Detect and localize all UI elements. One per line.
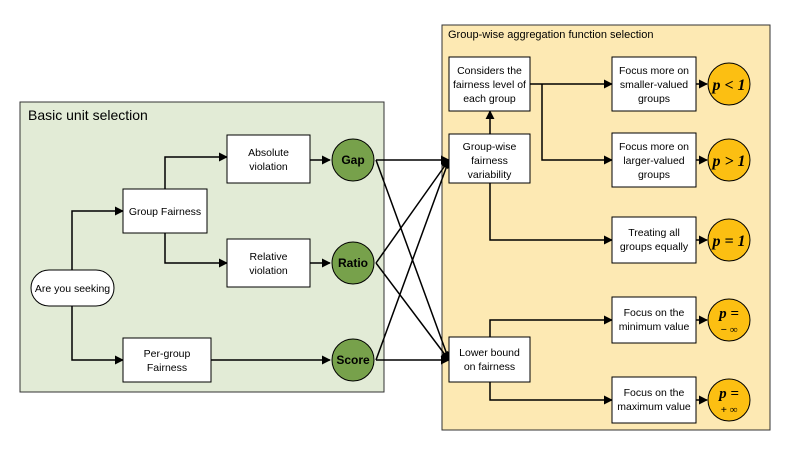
variability-box: Group-wise fairness variability xyxy=(448,133,531,184)
basic-unit-panel-title: Basic unit selection xyxy=(28,107,148,123)
aggregation-panel-title: Group-wise aggregation function selectio… xyxy=(448,29,653,41)
connectors xyxy=(71,79,708,405)
considers-label-3: each group xyxy=(463,93,516,105)
focus-smaller-label-2: smaller-valued xyxy=(620,79,688,91)
p-negative-infinity-node: p = − ∞ xyxy=(707,298,751,342)
p-positive-infinity-node: p = + ∞ xyxy=(707,378,751,422)
variability-label-2: fairness xyxy=(471,155,508,167)
variability-label-1: Group-wise xyxy=(463,141,517,153)
p-equals-one-node: p = 1 xyxy=(707,218,751,262)
focus-smaller-label-3: groups xyxy=(638,93,670,105)
gap-label: Gap xyxy=(341,153,364,167)
lower-bound-label-1: Lower bound xyxy=(459,347,520,359)
group-fairness-label: Group Fairness xyxy=(129,206,201,218)
focus-larger-box: Focus more on larger-valued groups xyxy=(611,132,697,188)
focus-maximum-box: Focus on the maximum value xyxy=(611,376,697,424)
considers-fairness-box: Considers the fairness level of each gro… xyxy=(448,56,531,112)
treating-equally-label-2: groups equally xyxy=(620,241,689,253)
absolute-violation-label-1: Absolute xyxy=(248,147,289,159)
focus-smaller-label-1: Focus more on xyxy=(619,65,689,77)
p-negative-infinity-top: p = xyxy=(717,306,739,322)
score-node: Score xyxy=(331,338,375,382)
group-fairness-box: Group Fairness xyxy=(122,188,208,234)
considers-label-1: Considers the xyxy=(457,65,522,77)
focus-larger-label-2: larger-valued xyxy=(623,155,684,167)
per-group-fairness-box: Per-group Fairness xyxy=(122,337,212,383)
lower-bound-box: Lower bound on fairness xyxy=(448,336,531,383)
absolute-violation-box: Absolute violation xyxy=(226,134,311,184)
relative-violation-box: Relative violation xyxy=(226,238,311,288)
p-equals-one-label: p = 1 xyxy=(710,233,745,250)
focus-maximum-label-2: maximum value xyxy=(617,401,691,413)
lower-bound-label-2: on fairness xyxy=(464,361,515,373)
start-node: Are you seeking xyxy=(30,269,115,307)
gap-node: Gap xyxy=(331,138,375,182)
focus-larger-label-1: Focus more on xyxy=(619,141,689,153)
p-negative-infinity-bottom: − ∞ xyxy=(720,324,737,336)
treating-equally-label-1: Treating all xyxy=(628,227,680,239)
p-positive-infinity-bottom: + ∞ xyxy=(721,404,738,416)
p-less-than-one-node: p < 1 xyxy=(707,62,751,106)
treating-equally-box: Treating all groups equally xyxy=(611,216,697,264)
p-greater-than-one-node: p > 1 xyxy=(707,138,751,182)
ratio-node: Ratio xyxy=(331,241,375,285)
focus-smaller-box: Focus more on smaller-valued groups xyxy=(611,56,697,112)
focus-minimum-box: Focus on the minimum value xyxy=(611,296,697,344)
variability-label-3: variability xyxy=(468,169,513,181)
focus-minimum-label-2: minimum value xyxy=(619,321,690,333)
relative-violation-label-2: violation xyxy=(249,265,288,277)
per-group-fairness-label-1: Per-group xyxy=(144,348,191,360)
considers-label-2: fairness level of xyxy=(453,79,526,91)
focus-maximum-label-1: Focus on the xyxy=(624,387,685,399)
p-less-than-one-label: p < 1 xyxy=(710,77,745,94)
score-label: Score xyxy=(336,353,370,367)
ratio-label: Ratio xyxy=(338,256,368,270)
focus-minimum-label-1: Focus on the xyxy=(624,307,685,319)
relative-violation-label-1: Relative xyxy=(250,251,288,263)
start-node-label: Are you seeking xyxy=(35,283,110,295)
p-positive-infinity-top: p = xyxy=(717,386,739,402)
focus-larger-label-3: groups xyxy=(638,169,670,181)
absolute-violation-label-2: violation xyxy=(249,161,288,173)
per-group-fairness-label-2: Fairness xyxy=(147,362,187,374)
p-greater-than-one-label: p > 1 xyxy=(710,153,745,170)
